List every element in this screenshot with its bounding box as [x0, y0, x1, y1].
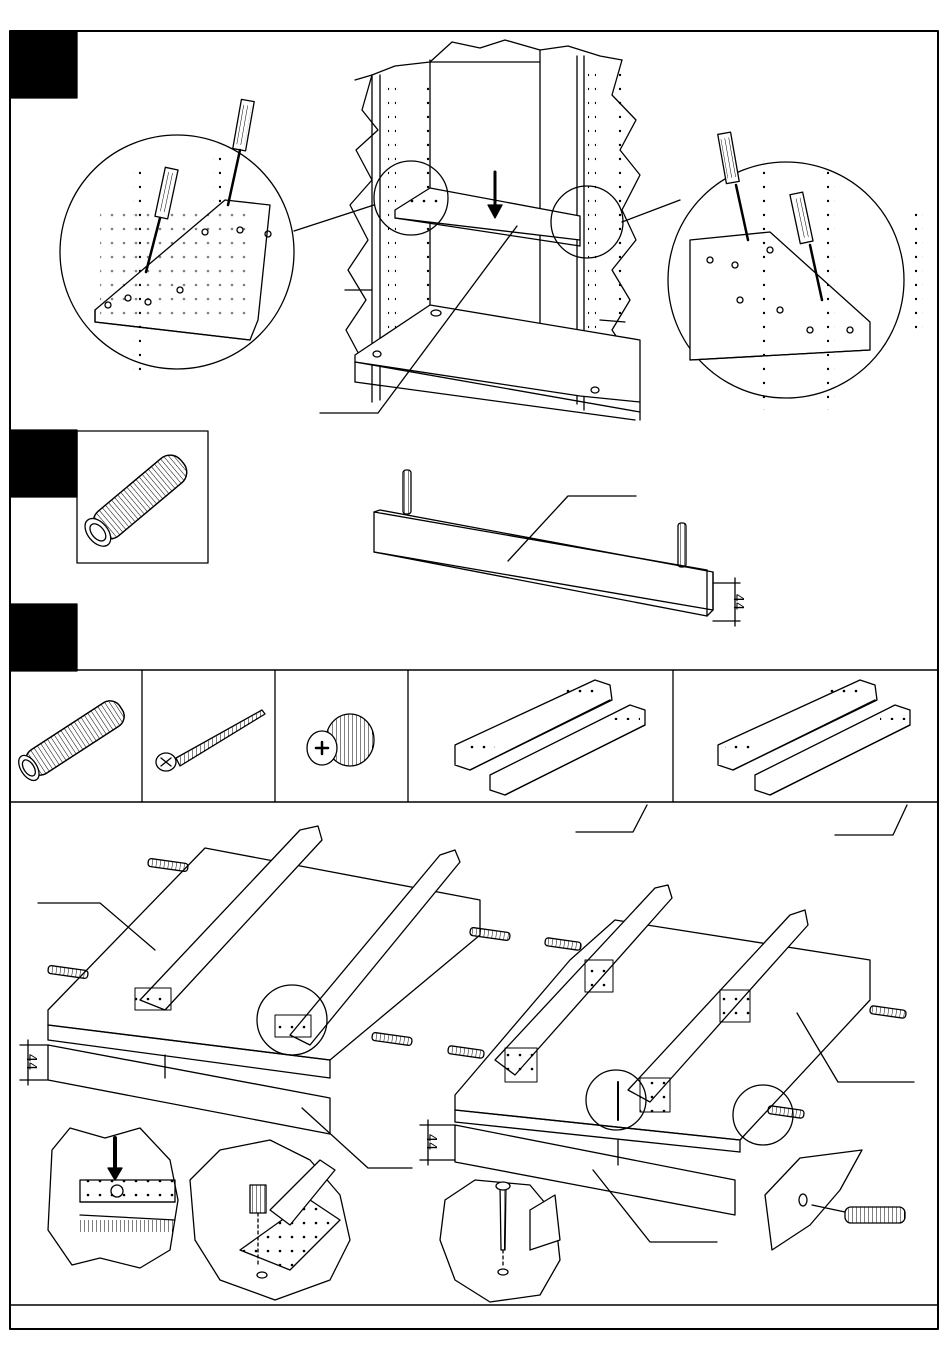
dowel-icon	[372, 1032, 413, 1045]
detail-screw-drill	[440, 1180, 560, 1302]
dowel-icon	[845, 1207, 905, 1223]
left-slide-leader	[576, 805, 647, 832]
screwdriver-icon	[228, 99, 254, 205]
step-2-block	[10, 430, 77, 497]
rail-height-dimension: 44	[730, 594, 745, 611]
dowel-icon	[448, 1046, 485, 1059]
detail-slide-bracket	[190, 1140, 350, 1300]
dowel-icon	[148, 858, 189, 871]
cabinet-interior-view	[320, 40, 640, 420]
left-front-height-dimension: 44	[23, 1054, 38, 1071]
dowel-icon	[768, 1106, 805, 1119]
torn-edge-left	[346, 75, 378, 360]
dowel-icon	[403, 470, 411, 514]
right-slide-leader	[835, 805, 907, 835]
dowel-icon	[545, 938, 582, 951]
step-3-block	[10, 604, 77, 671]
drawer-slide-icon	[718, 680, 910, 795]
parts-row	[15, 680, 910, 835]
step-1-block	[10, 31, 77, 98]
dowel-icon	[15, 696, 129, 784]
detail-slide-screw	[48, 1128, 178, 1268]
screwdriver-icon	[718, 132, 748, 240]
dowel-icon	[48, 965, 89, 978]
dowel-icon	[80, 449, 192, 551]
dowel-icon	[870, 1006, 907, 1019]
magnified-shelf-right	[622, 132, 923, 410]
screw-icon	[156, 710, 265, 771]
drawer-assembly-left: 44	[20, 826, 510, 1168]
right-front-height-dimension: 44	[423, 1134, 438, 1151]
drawer-slide-icon	[455, 680, 645, 795]
magnified-shelf-left	[60, 99, 374, 380]
dowel-icon	[678, 523, 686, 567]
euro-screw-icon	[307, 714, 374, 766]
drawer-front-rail: 44	[374, 470, 745, 626]
detail-dowel-insert	[765, 1150, 905, 1250]
